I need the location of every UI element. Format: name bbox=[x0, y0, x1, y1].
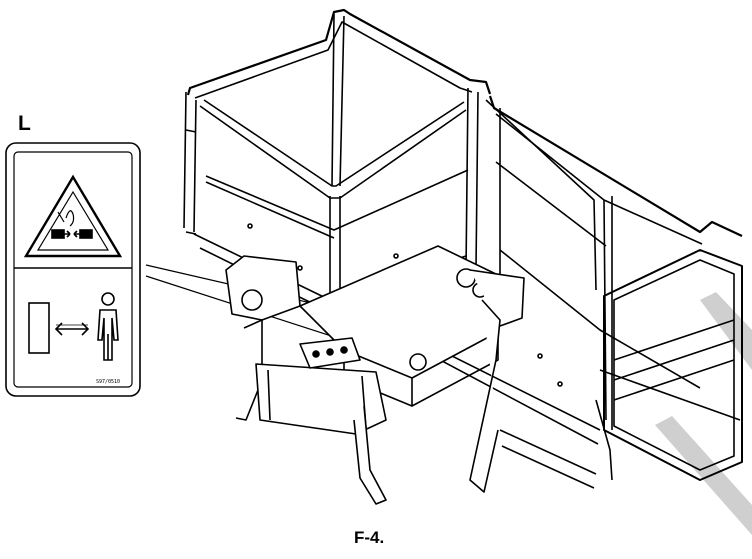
keep-away-person-icon bbox=[97, 292, 119, 361]
keep-clear-symbol bbox=[28, 292, 119, 361]
safety-decal bbox=[5, 142, 141, 397]
decal-outer-frame bbox=[5, 142, 141, 397]
callout-letter: L bbox=[18, 112, 31, 135]
crush-hazard-triangle-icon bbox=[23, 174, 123, 258]
watermark-stripes bbox=[655, 292, 752, 535]
mounting-carriage bbox=[225, 245, 525, 505]
decal-inner-frame bbox=[13, 151, 133, 388]
figure-caption: F-4. bbox=[354, 528, 385, 547]
decal-code: S97/0510 bbox=[96, 379, 120, 385]
machine-block-icon bbox=[28, 302, 50, 354]
